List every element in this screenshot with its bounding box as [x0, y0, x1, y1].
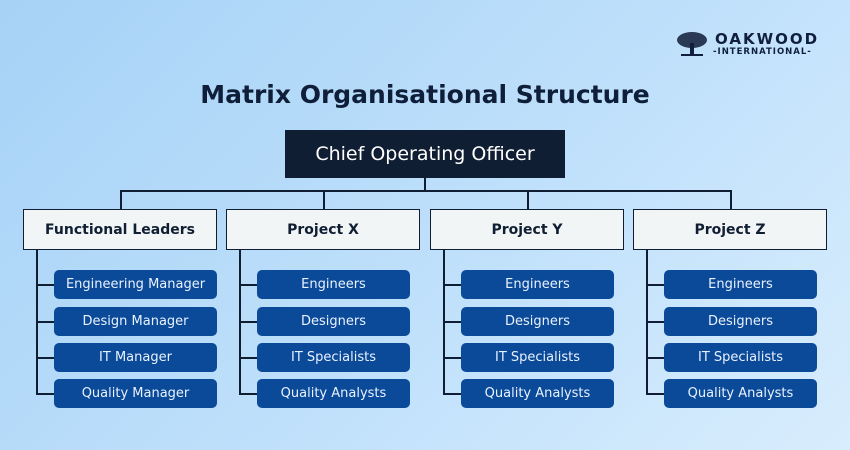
root-node: Chief Operating Officer	[285, 130, 565, 178]
child-node: IT Manager	[54, 343, 217, 372]
column-connector	[730, 190, 732, 209]
child-node: Engineers	[664, 270, 817, 299]
column-connector	[527, 190, 529, 209]
child-node: Engineering Manager	[54, 270, 217, 299]
column-header: Project Y	[430, 209, 624, 250]
branch-line	[36, 393, 54, 395]
child-node: Quality Analysts	[461, 379, 614, 408]
branch-line	[239, 357, 257, 359]
child-node: Designers	[461, 307, 614, 336]
child-node: Engineers	[257, 270, 410, 299]
child-node: Designers	[257, 307, 410, 336]
logo-name: OAKWOOD	[715, 30, 820, 48]
oakwood-logo: OAKWOOD -INTERNATIONAL-	[675, 30, 825, 60]
column-header: Functional Leaders	[23, 209, 217, 250]
branch-line	[646, 321, 664, 323]
column-header: Project X	[226, 209, 420, 250]
child-node: IT Specialists	[257, 343, 410, 372]
child-node: Quality Analysts	[664, 379, 817, 408]
child-node: Quality Analysts	[257, 379, 410, 408]
branch-line	[443, 284, 461, 286]
column-header: Project Z	[633, 209, 827, 250]
branch-line	[443, 357, 461, 359]
branch-line	[646, 393, 664, 395]
branch-line	[443, 321, 461, 323]
tree-icon	[677, 32, 707, 56]
root-connector	[424, 178, 426, 191]
logo-subtitle: -INTERNATIONAL-	[713, 47, 812, 57]
child-node: IT Specialists	[664, 343, 817, 372]
branch-line	[36, 321, 54, 323]
column-connector	[323, 190, 325, 209]
branch-line	[36, 284, 54, 286]
child-node: Quality Manager	[54, 379, 217, 408]
branch-line	[36, 357, 54, 359]
child-node: Design Manager	[54, 307, 217, 336]
horizontal-bus	[120, 190, 731, 192]
branch-line	[646, 284, 664, 286]
child-node: Engineers	[461, 270, 614, 299]
branch-line	[239, 321, 257, 323]
column-connector	[120, 190, 122, 209]
child-node: Designers	[664, 307, 817, 336]
branch-line	[239, 393, 257, 395]
page-title: Matrix Organisational Structure	[200, 80, 650, 109]
branch-line	[646, 357, 664, 359]
branch-line	[443, 393, 461, 395]
child-node: IT Specialists	[461, 343, 614, 372]
branch-line	[239, 284, 257, 286]
